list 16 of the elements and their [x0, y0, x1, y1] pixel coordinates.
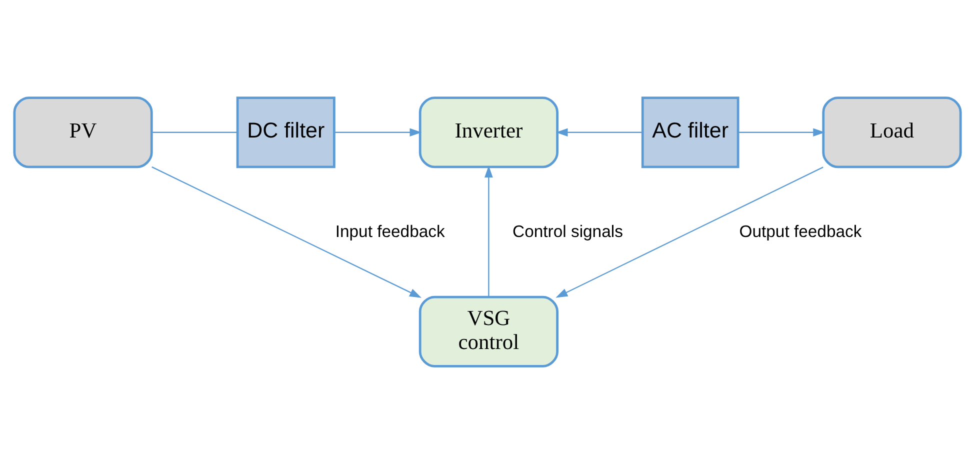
node-box: Inverter [418, 96, 558, 168]
arrow [152, 166, 422, 298]
arrow [738, 128, 826, 137]
node-box: AC filter [641, 96, 740, 168]
edge-label: Control signals [512, 222, 623, 242]
arrow [334, 128, 422, 137]
node-box: DC filter [236, 96, 336, 168]
node-box: PV [13, 96, 153, 168]
arrow [556, 166, 824, 298]
node-box: VSG control [418, 296, 558, 368]
arrow [484, 166, 493, 297]
node-box: Load [822, 96, 962, 168]
edge-label: Output feedback [739, 222, 862, 242]
edge-label: Input feedback [335, 222, 445, 242]
arrow [556, 128, 642, 137]
connector [152, 132, 238, 133]
